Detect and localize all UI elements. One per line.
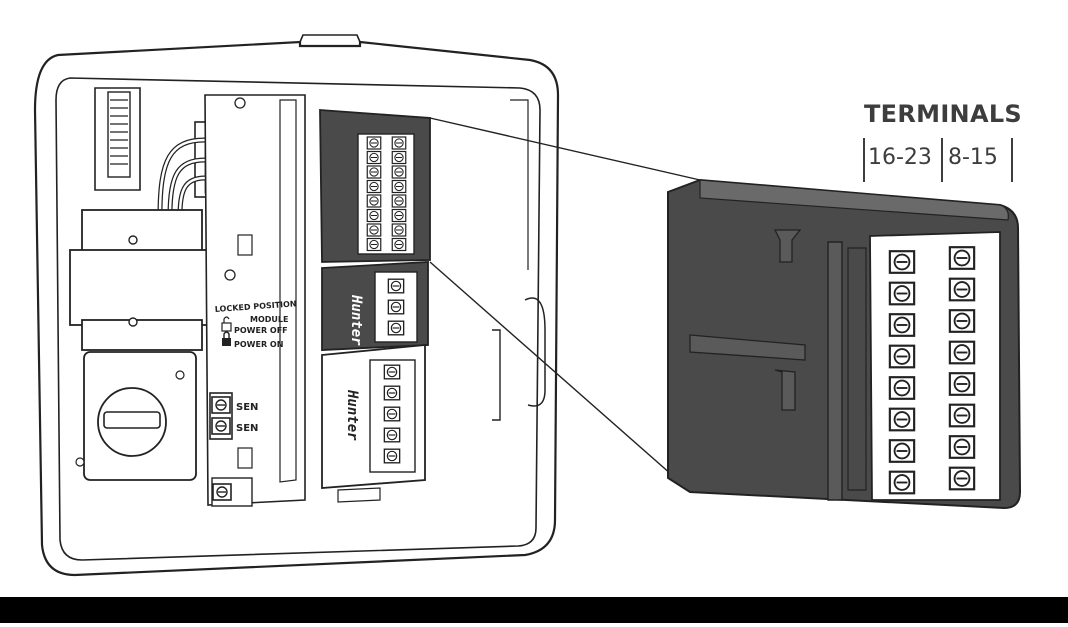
screw-terminal-icon: [888, 470, 916, 495]
screw-terminal-icon: [888, 313, 916, 337]
left-components: [69, 87, 236, 481]
screw-terminal-icon: [948, 277, 976, 302]
screw-terminal-icon: [948, 466, 976, 491]
screw-terminal-icon: [948, 403, 976, 428]
screw-terminal-icon: [888, 376, 916, 400]
screw-terminal-icon: [888, 407, 916, 432]
center-board: [204, 94, 306, 507]
screw-terminal-icon: [948, 246, 976, 270]
padlock-icon: [221, 316, 232, 332]
sensor-label-1: SEN: [236, 402, 258, 413]
screw-terminal-icon: [888, 246, 976, 495]
screw-terminal-icon: [888, 281, 916, 306]
screw-terminal-icon: [888, 344, 916, 369]
screw-terminal-icon: [391, 194, 407, 208]
terminal-divider-left: [863, 138, 865, 182]
screw-terminal-icon: [391, 150, 407, 165]
screw-terminal-icon: [387, 320, 405, 336]
screw-terminal-icon: [366, 136, 382, 150]
screw-terminal-icon: [888, 439, 916, 463]
module-label: MODULE: [250, 315, 288, 324]
screw-terminal-icon: [366, 208, 382, 223]
screw-terminal-icon: [391, 237, 407, 252]
screw-terminal-icon: [888, 250, 916, 274]
power-off-label: POWER OFF: [234, 326, 288, 335]
screw-terminal-icon: [387, 278, 405, 294]
screw-terminal-icon: [391, 223, 407, 237]
bottom-black-bar: [0, 597, 1068, 623]
callout-line-top: [429, 117, 701, 181]
terminal-range-8-15: 8-15: [948, 145, 998, 170]
sensor-label-2: SEN: [236, 423, 258, 434]
enlarged-module: [667, 178, 1022, 510]
screw-terminal-icon: [366, 223, 382, 237]
screw-terminal-icon: [948, 372, 976, 396]
screw-terminal-icon: [383, 385, 401, 401]
terminals-title: TERMINALS: [864, 100, 1022, 128]
screw-terminal-icon: [391, 165, 407, 179]
terminal-range-16-23: 16-23: [868, 145, 932, 170]
screw-terminal-icon: [948, 340, 976, 365]
screw-terminal-icon: [383, 427, 401, 443]
brand-label-1: Hunter: [348, 294, 364, 346]
screw-terminal-icon: [948, 309, 976, 333]
screw-terminal-icon: [383, 364, 401, 380]
terminal-divider-middle: [941, 138, 943, 182]
power-on-label: POWER ON: [234, 340, 283, 349]
screw-terminal-icon: [366, 150, 382, 165]
screw-terminal-icon: [383, 406, 401, 422]
screw-terminal-icon: [387, 299, 405, 315]
screw-terminal-icon: [366, 165, 382, 179]
terminal-divider-right: [1011, 138, 1013, 182]
brand-label-2: Hunter: [344, 389, 360, 441]
screw-terminal-icon: [383, 448, 401, 464]
screw-terminal-icon: [366, 237, 382, 252]
module-stack: [319, 109, 431, 503]
screw-terminal-icon: [366, 194, 382, 208]
screw-terminal-icon: [948, 435, 976, 459]
screw-terminal-icon: [391, 179, 407, 194]
screw-terminal-icon: [391, 136, 407, 150]
callout-line-bottom: [429, 261, 681, 483]
padlock-icon: [222, 331, 231, 346]
screw-terminal-icon: [391, 208, 407, 223]
screw-terminal-icon: [366, 179, 382, 194]
